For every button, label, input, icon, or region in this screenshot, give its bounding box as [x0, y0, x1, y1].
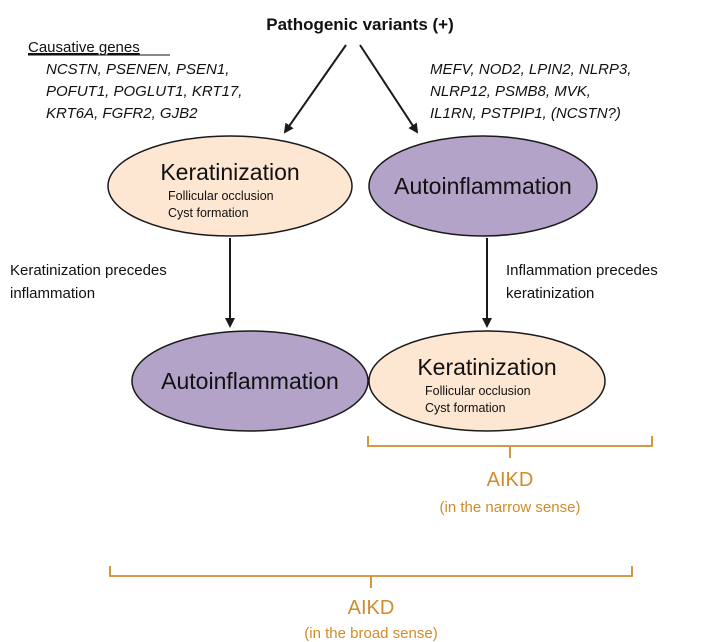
- right-gene-line: IL1RN, PSTPIP1, (NCSTN?): [430, 105, 621, 122]
- right-gene-line: MEFV, NOD2, LPIN2, NLRP3,: [430, 61, 631, 78]
- keratinization-node-sub: Cyst formation: [425, 401, 506, 415]
- arrow-to-autoinflammation: [359, 44, 419, 134]
- left-arrow-label: Keratinization precedes: [10, 262, 167, 279]
- keratinization-node-left: [107, 135, 353, 237]
- left-gene-line: KRT6A, FGFR2, GJB2: [46, 105, 198, 122]
- header-title: Pathogenic variants (+): [266, 15, 454, 34]
- right-arrow-label: Inflammation precedes: [506, 262, 658, 279]
- autoinflammation-node-title: Autoinflammation: [161, 368, 339, 394]
- keratinization-node-sub: Follicular occlusion: [168, 189, 274, 203]
- narrow-sense-bracket: [367, 436, 653, 458]
- left-gene-line: NCSTN, PSENEN, PSEN1,: [46, 61, 229, 78]
- keratinization-node-title: Keratinization: [160, 159, 299, 185]
- broad-sense-bracket: [109, 566, 633, 588]
- right-arrow-label: keratinization: [506, 285, 594, 302]
- broad-aikd-label: AIKD: [348, 597, 395, 619]
- keratinization-node-title: Keratinization: [417, 354, 556, 380]
- left-arrow-label: inflammation: [10, 285, 95, 302]
- autoinflammation-node-left: [131, 330, 369, 432]
- arrow-to-keratinization: [283, 44, 347, 134]
- autoinflammation-node-right: [368, 135, 598, 237]
- causative-genes-heading: Causative genes: [28, 39, 140, 56]
- keratinization-node-sub: Follicular occlusion: [425, 384, 531, 398]
- left-gene-line: POFUT1, POGLUT1, KRT17,: [46, 83, 242, 100]
- autoinflammation-node-title: Autoinflammation: [394, 173, 572, 199]
- keratinization-node-sub: Cyst formation: [168, 206, 249, 220]
- right-gene-line: NLRP12, PSMB8, MVK,: [430, 83, 591, 100]
- keratinization-node-right: [368, 330, 606, 432]
- broad-aikd-sublabel: (in the broad sense): [304, 625, 437, 642]
- narrow-aikd-label: AIKD: [487, 469, 534, 491]
- narrow-aikd-sublabel: (in the narrow sense): [440, 499, 581, 516]
